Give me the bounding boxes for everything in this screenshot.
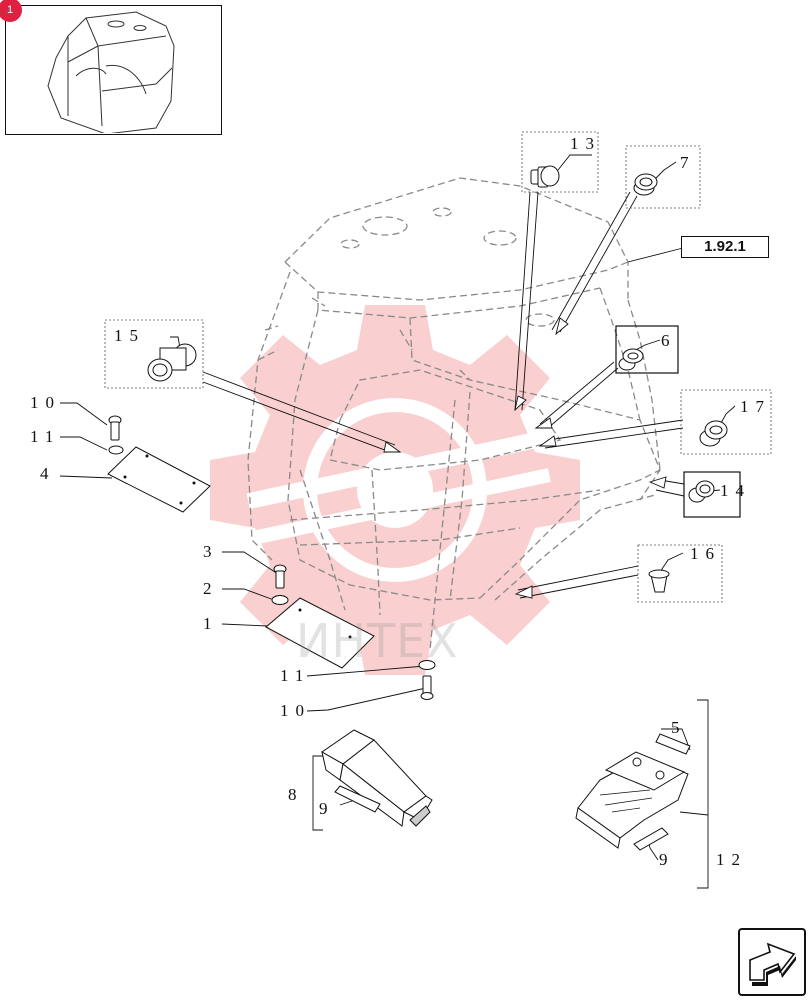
leader-lines bbox=[59, 154, 736, 889]
callout-1: 1 bbox=[203, 614, 219, 633]
part-7-plug-icon bbox=[633, 173, 658, 196]
part-12-duct bbox=[575, 751, 689, 849]
part-17-plug-icon bbox=[699, 420, 728, 447]
part-11-washer-top bbox=[108, 445, 124, 455]
callout-11-bottom: 11 bbox=[280, 666, 311, 685]
callout-9-left: 9 bbox=[319, 799, 335, 818]
part-15-grommet-icon bbox=[147, 343, 197, 382]
callout-5: 5 bbox=[671, 718, 687, 737]
callout-2: 2 bbox=[203, 579, 219, 598]
callout-8: 8 bbox=[288, 785, 304, 804]
part-11-washer-bottom bbox=[418, 660, 436, 670]
callout-10-bottom: 10 bbox=[280, 701, 311, 720]
cab-thumbnail-icon bbox=[47, 11, 175, 135]
detail-boxes-solid bbox=[615, 325, 741, 518]
callout-12: 12 bbox=[716, 850, 747, 869]
part-5-strip bbox=[655, 733, 691, 755]
callout-16: 16 bbox=[690, 544, 721, 563]
callout-17: 17 bbox=[740, 397, 771, 416]
part-10-bolt-bottom bbox=[420, 675, 434, 700]
callout-15: 15 bbox=[114, 326, 145, 345]
callout-6: 6 bbox=[661, 331, 677, 350]
overview-thumbnail[interactable]: 1 bbox=[0, 0, 222, 135]
next-page-arrow-icon bbox=[749, 942, 796, 986]
callout-14: 14 bbox=[720, 481, 751, 500]
watermark-text: ИНТЕХ bbox=[296, 614, 459, 668]
thumbnail-badge: 1 bbox=[0, 0, 22, 22]
part-8-duct bbox=[321, 729, 433, 827]
part-3-bolt bbox=[273, 564, 287, 589]
detail-boxes bbox=[104, 131, 772, 603]
callout-13: 13 bbox=[570, 134, 601, 153]
callout-7: 7 bbox=[680, 153, 696, 172]
reference-link-box[interactable]: 1.92.1 bbox=[681, 236, 769, 258]
part-6-plug-icon bbox=[618, 348, 644, 371]
arrowheads bbox=[383, 317, 667, 599]
part-10-bolt-top bbox=[108, 415, 122, 441]
callout-9-right: 9 bbox=[659, 850, 675, 869]
part-2-washer bbox=[271, 595, 289, 605]
callout-10-top: 10 bbox=[30, 393, 61, 412]
part-9-strip-b bbox=[633, 827, 669, 851]
part-14-plug-icon bbox=[688, 480, 715, 503]
part-1-plate bbox=[265, 597, 375, 669]
callout-3: 3 bbox=[203, 542, 219, 561]
part-16-sleeve-icon bbox=[648, 569, 670, 593]
cab-frame-outline bbox=[247, 177, 661, 651]
part-13-connector-icon bbox=[530, 165, 560, 188]
part-4-plate bbox=[107, 446, 211, 513]
callout-4: 4 bbox=[40, 464, 56, 483]
callout-11-top: 11 bbox=[30, 427, 61, 446]
next-page-arrow-button[interactable] bbox=[738, 928, 806, 996]
part-9-strip-a bbox=[334, 785, 381, 813]
